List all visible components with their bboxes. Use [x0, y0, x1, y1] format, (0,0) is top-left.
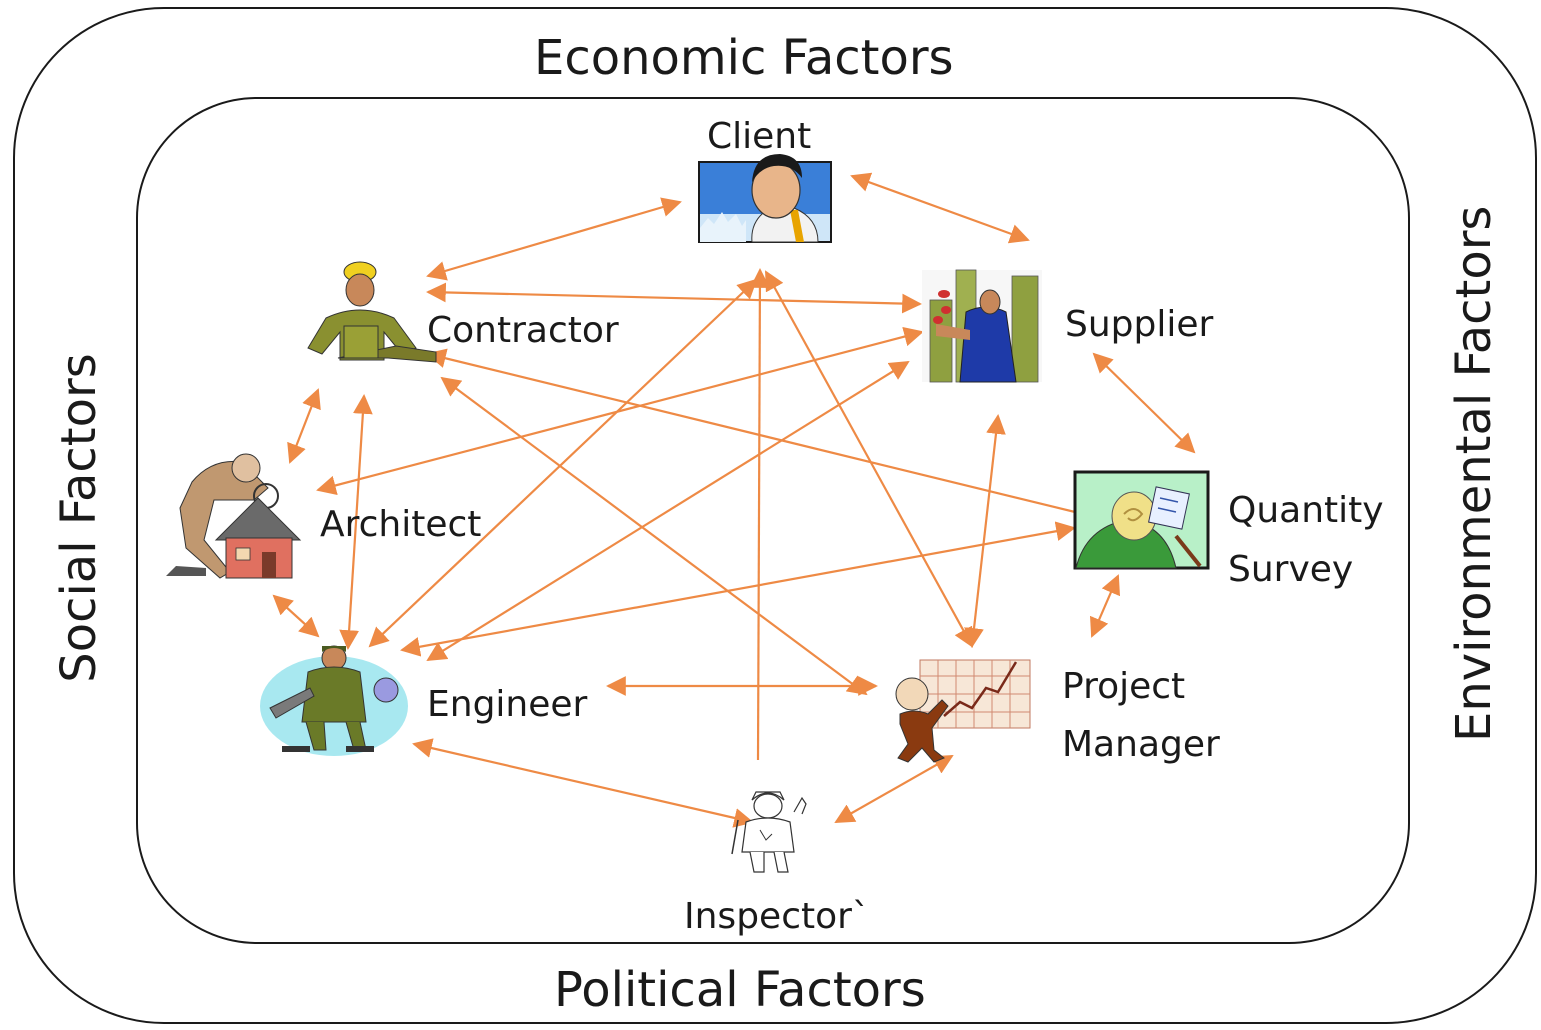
- contractor-worker-icon: [307, 261, 437, 363]
- arrow-supplier-quantity: [1092, 352, 1196, 454]
- contractor-label: Contractor: [427, 310, 619, 351]
- inspector-label: Inspector`: [684, 896, 870, 937]
- engineer-mechanic-icon: [260, 645, 408, 756]
- economic-factors-label: Economic Factors: [534, 30, 954, 86]
- supplier-businessman-icon: [922, 269, 1042, 383]
- arrow-inspector-pm: [834, 755, 954, 823]
- quantity-survey-label-line1: Quantity: [1228, 490, 1384, 531]
- arrow-inspector-client: [750, 268, 770, 761]
- arrow-contractor-architect: [287, 388, 321, 464]
- arrow-supplier-pm: [964, 414, 1006, 648]
- architect-house-icon: [166, 453, 302, 579]
- client-label: Client: [707, 116, 812, 157]
- inner-frame: [136, 97, 1410, 944]
- client-portrait-icon: [698, 154, 832, 243]
- project-manager-label-line2: Manager: [1062, 724, 1220, 765]
- political-factors-label: Political Factors: [554, 962, 926, 1018]
- inspector-icon: [731, 791, 807, 873]
- arrow-contractor-pm: [440, 376, 868, 696]
- project-manager-chart-icon: [895, 659, 1031, 763]
- supplier-label: Supplier: [1065, 304, 1214, 345]
- arrow-architect-engineer: [272, 594, 320, 638]
- arrow-client-pm: [765, 270, 973, 648]
- relationship-arrows: [272, 172, 1196, 828]
- arrow-client-supplier: [850, 172, 1030, 244]
- environmental-factors-label: Environmental Factors: [1446, 205, 1502, 742]
- project-manager-label-line1: Project: [1062, 666, 1186, 707]
- outer-frame: [13, 7, 1537, 1024]
- engineer-label: Engineer: [427, 684, 588, 725]
- quantity-surveyor-icon: [1073, 470, 1210, 570]
- quantity-survey-label-line2: Survey: [1228, 549, 1354, 590]
- arrow-client-contractor: [426, 197, 682, 281]
- arrow-engineer-supplier: [426, 360, 910, 662]
- architect-label: Architect: [320, 504, 482, 545]
- arrow-quantity-pm: [1090, 574, 1120, 638]
- arrow-engineer-inspector: [412, 738, 754, 828]
- social-factors-label: Social Factors: [51, 353, 107, 683]
